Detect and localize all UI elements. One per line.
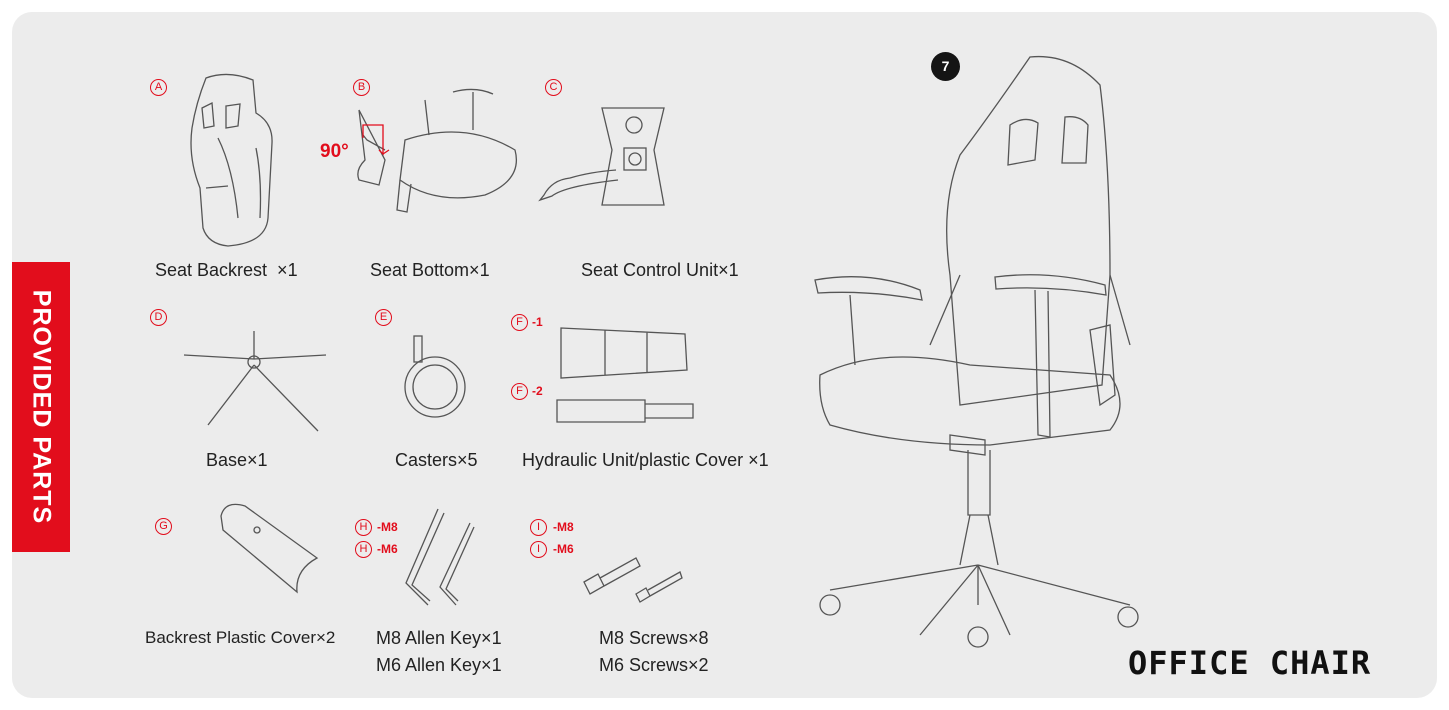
m8-screws-label: M8 Screws×8 [599,628,709,648]
instruction-panel [12,12,1437,698]
seat-backrest-label: Seat Backrest ×1 [155,260,298,280]
caster-drawing [404,335,466,418]
part-i2-suffix: -M6 [553,542,574,556]
base-drawing [183,331,327,432]
part-e-marker: E [375,309,392,326]
part-g-marker: G [155,518,172,535]
part-f2-marker: F [511,383,528,400]
screws-drawing [583,557,683,603]
base-label: Base×1 [206,450,268,470]
seat-control-unit-label: Seat Control Unit×1 [581,260,739,280]
part-c-marker: C [545,79,562,96]
provided-parts-tab: PROVIDED PARTS [12,262,70,552]
part-f1-marker: F [511,314,528,331]
seat-bottom-label: Seat Bottom×1 [370,260,490,280]
seat-control-unit-drawing [538,107,665,206]
part-h1-suffix: -M8 [377,520,398,534]
m6-screws-label: M6 Screws×2 [599,655,709,675]
part-a-marker: A [150,79,167,96]
provided-parts-label: PROVIDED PARTS [27,289,56,525]
hydraulic-unit-label: Hydraulic Unit/plastic Cover ×1 [522,450,769,470]
seat-bottom-drawing [357,88,517,213]
seat-backrest-drawing [190,73,273,247]
part-h2-suffix: -M6 [377,542,398,556]
product-title: OFFICE CHAIR [1128,644,1372,682]
part-f1-suffix: -1 [532,315,543,329]
part-i1-marker: I [530,519,547,536]
part-h1-marker: H [355,519,372,536]
part-i2-marker: I [530,541,547,558]
part-d-marker: D [150,309,167,326]
m6-allen-key-label: M6 Allen Key×1 [376,655,502,675]
backrest-plastic-cover-label: Backrest Plastic Cover×2 [145,628,336,647]
allen-keys-drawing [405,508,475,606]
part-f2-suffix: -2 [532,384,543,398]
m8-allen-key-label: M8 Allen Key×1 [376,628,502,648]
part-h2-marker: H [355,541,372,558]
part-b-marker: B [353,79,370,96]
casters-label: Casters×5 [395,450,478,470]
angle-label: 90° [320,141,349,162]
part-i1-suffix: -M8 [553,520,574,534]
hydraulic-unit-drawing [556,327,694,423]
office-chair-drawing [814,55,1139,648]
step-number-badge: 7 [931,52,960,81]
backrest-plastic-cover-drawing [220,503,319,594]
